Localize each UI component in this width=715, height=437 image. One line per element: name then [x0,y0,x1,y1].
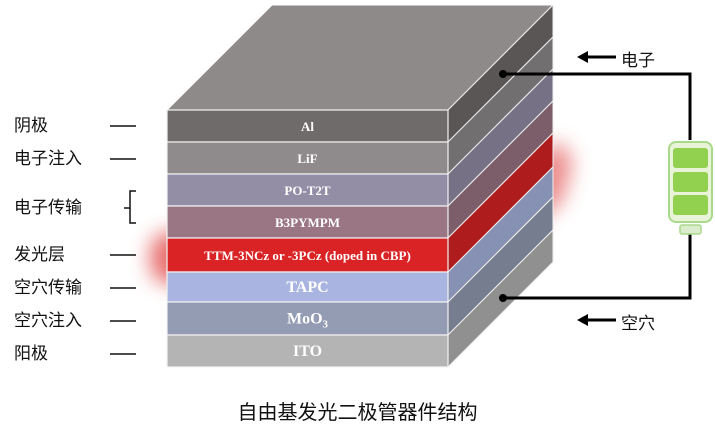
bottom-wire [503,233,692,300]
layer-front-face [166,109,449,143]
layer-front-face [166,271,449,303]
layer-front-face [166,141,449,175]
label-anode: 阳极 [14,344,48,364]
layer-lif: LiF [166,35,554,176]
layer-front-face [166,205,449,239]
anode-contact [499,294,507,302]
layer-front-face [166,237,449,273]
top-wire [503,72,692,140]
label-hole-injection: 空穴注入 [14,311,82,331]
battery-icon [668,141,713,235]
arrow-left-icon [577,314,616,326]
layer-b3pympm: B3PYMPM [166,99,554,240]
layer-label: ITO [293,343,322,360]
label-leaders [110,125,136,355]
label-cathode: 阴极 [14,116,48,136]
layer-label: LiF [297,151,317,166]
arrow-left-icon [577,51,616,63]
cathode-contact [499,70,507,78]
layer-label: MoO3 [287,311,329,331]
figure-title: 自由基发光二极管器件结构 [237,400,478,424]
layer-front-face [166,334,449,368]
layer-label: PO-T2T [284,183,331,198]
label-electron-injection: 电子注入 [14,149,82,169]
circuit [499,51,713,326]
layer-label: Al [301,119,314,134]
label-electron-transport: 电子传输 [14,198,82,218]
layer-label: TAPC [286,279,328,296]
layer-moo3: MoO3 [166,195,554,337]
layer-label: TTM-3NCz or -3PCz (doped in CBP) [204,248,411,263]
label-hole-transport: 空穴传输 [14,278,82,298]
layer-front-face [166,301,449,336]
label-emission-layer: 发光层 [14,245,65,265]
layer-label: B3PYMPM [275,215,340,230]
electron-label: 电子 [621,51,655,71]
layer-front-face [166,173,449,207]
hole-label: 空穴 [621,314,655,334]
